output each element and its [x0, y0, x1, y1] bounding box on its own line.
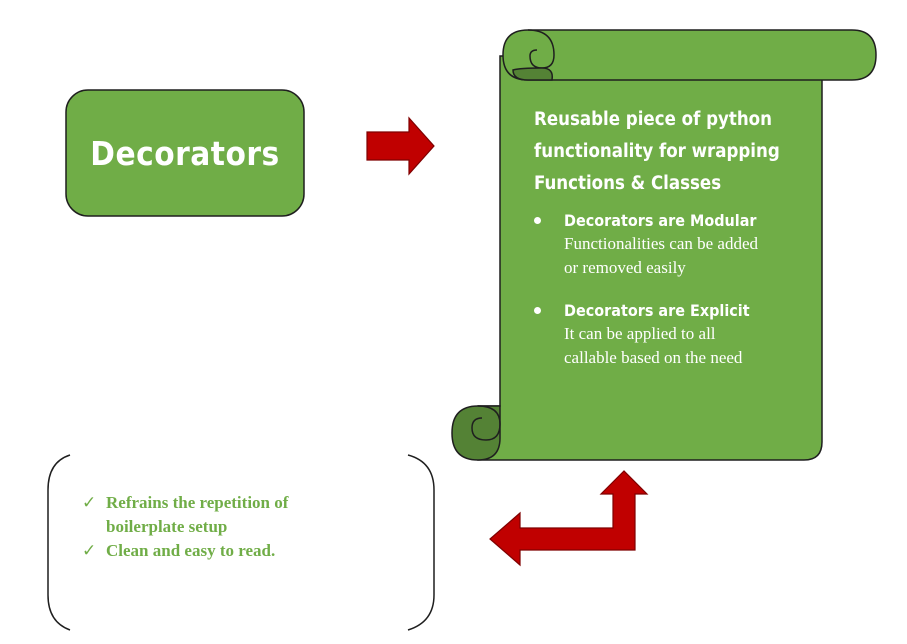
right-arrow-icon	[366, 116, 435, 176]
scroll-top-roll	[502, 29, 877, 81]
feature-list: Decorators are Modular Functionalities c…	[534, 210, 812, 370]
title-box	[65, 89, 305, 217]
feature-item: Decorators are Modular Functionalities c…	[534, 210, 812, 280]
scroll-bottom-curl	[471, 405, 501, 441]
benefits-bracket-left	[47, 454, 71, 631]
feature-desc-line: It can be applied to all	[564, 324, 716, 343]
scroll-bottom-roll	[451, 405, 501, 461]
scroll-heading-line: Functions & Classes	[534, 173, 722, 194]
checkmark-icon: ✓	[82, 541, 97, 560]
benefit-line: Clean and easy to read.	[106, 541, 276, 560]
bullet-icon	[534, 307, 541, 314]
benefits-bracket-right	[407, 454, 435, 631]
scroll-heading-line: Reusable piece of python	[534, 109, 772, 130]
scroll-heading: Reusable piece of python functionality f…	[534, 104, 812, 200]
bent-arrow-icon	[489, 470, 649, 567]
scroll-top-curl-shade	[512, 67, 554, 81]
benefit-item: ✓ Clean and easy to read.	[82, 539, 402, 563]
benefit-item: ✓ Refrains the repetition of boilerplate…	[82, 491, 402, 539]
feature-desc-line: or removed easily	[564, 258, 686, 277]
benefit-list: ✓ Refrains the repetition of boilerplate…	[82, 491, 402, 563]
title-box-label: Decorators	[90, 133, 280, 173]
scroll-heading-line: functionality for wrapping	[534, 141, 780, 162]
benefit-line: Refrains the repetition of	[106, 493, 289, 512]
bullet-icon	[534, 217, 541, 224]
checkmark-icon: ✓	[82, 493, 97, 512]
feature-desc-line: Functionalities can be added	[564, 234, 759, 253]
scroll-shape	[451, 29, 877, 461]
feature-desc-line: callable based on the need	[564, 348, 743, 367]
feature-title: Decorators are Explicit	[564, 301, 750, 320]
feature-title: Decorators are Modular	[564, 211, 757, 230]
scroll-content: Reusable piece of python functionality f…	[534, 104, 812, 390]
feature-item: Decorators are Explicit It can be applie…	[534, 300, 812, 370]
benefit-line: boilerplate setup	[106, 517, 228, 536]
